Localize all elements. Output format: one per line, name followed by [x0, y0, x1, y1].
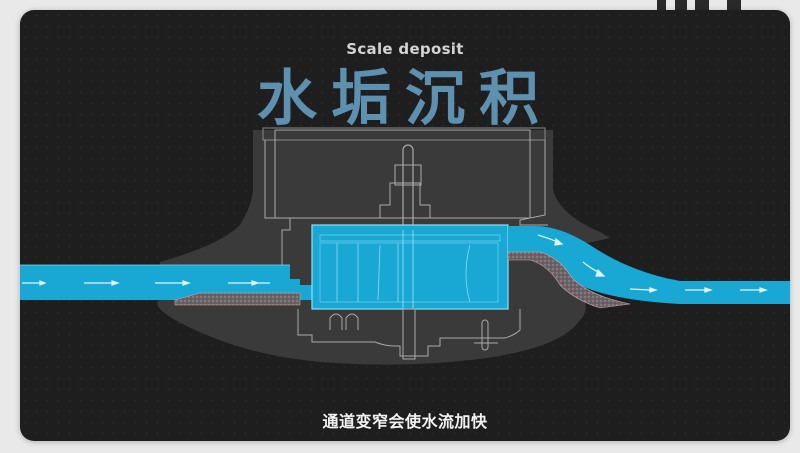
impeller-chamber	[311, 224, 509, 310]
outlet-pipe-water	[508, 226, 790, 304]
subtitle-english: Scale deposit	[346, 40, 464, 58]
top-tab-markers	[655, 0, 755, 12]
scale-deposit-inlet	[174, 292, 301, 306]
scale-deposit-outlet	[507, 251, 631, 309]
title-chinese: 水垢沉积	[257, 64, 553, 134]
register-housing	[262, 127, 546, 141]
slide-panel: Scale deposit 水垢沉积 通道变窄会使水流加快	[20, 10, 790, 441]
flow-arrows	[22, 234, 768, 293]
water-meter-diagram	[20, 127, 790, 365]
caption-chinese: 通道变窄会使水流加快	[322, 412, 488, 431]
